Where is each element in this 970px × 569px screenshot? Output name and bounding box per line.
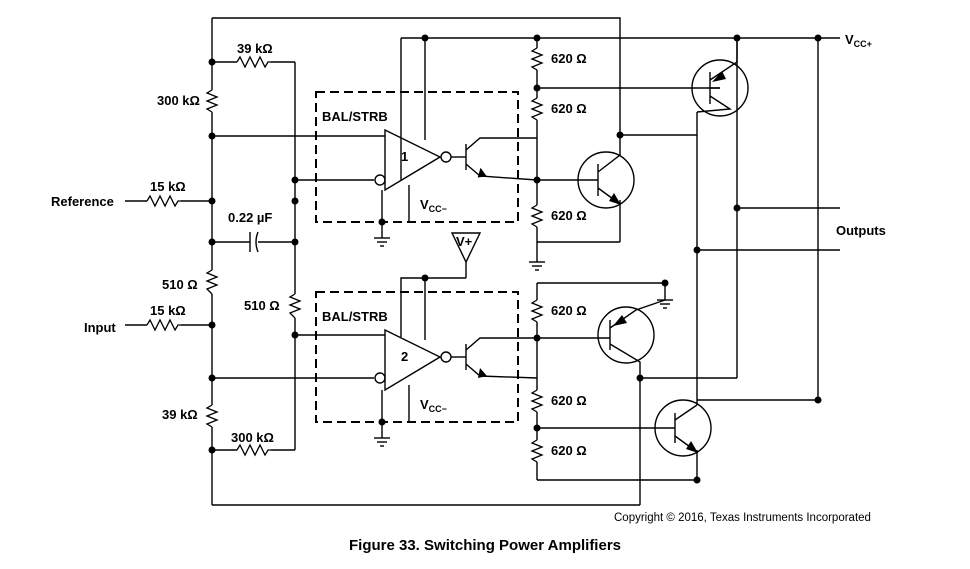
resistor-620-5: [530, 389, 544, 413]
copyright-notice: Copyright © 2016, Texas Instruments Inco…: [614, 512, 871, 524]
comparator-1: [374, 128, 487, 192]
label-300k-bottom: 300 kΩ: [231, 430, 274, 445]
label-620-3: 620 Ω: [551, 208, 587, 223]
label-510-left: 510 Ω: [162, 277, 198, 292]
resistor-300k-bottom: [236, 443, 271, 457]
label-510-right: 510 Ω: [244, 298, 280, 313]
label-620-2: 620 Ω: [551, 101, 587, 116]
ground-2: [373, 437, 391, 447]
ground-1: [373, 237, 391, 247]
ground-3: [528, 261, 546, 271]
resistor-300k-top: [205, 89, 219, 113]
bal-strb-label-2: BAL/STRB: [322, 309, 388, 324]
resistor-620-2: [530, 97, 544, 121]
reference-label: Reference: [51, 194, 114, 209]
comparator-2-number: 2: [401, 349, 408, 364]
vcc-minus-label-1: VCC−: [420, 197, 447, 214]
label-620-4: 620 Ω: [551, 303, 587, 318]
v-plus-source: [450, 232, 482, 264]
resistor-15k-ref: [146, 194, 181, 208]
resistors: [146, 47, 544, 463]
comparator-1-box: [315, 91, 519, 223]
resistor-620-3: [530, 204, 544, 228]
junction-dots: [208, 34, 822, 484]
transistor-q1-pnp: [691, 38, 749, 117]
label-620-5: 620 Ω: [551, 393, 587, 408]
label-capacitor: 0.22 µF: [228, 210, 272, 225]
resistor-510-right: [288, 293, 302, 319]
label-39k-top: 39 kΩ: [237, 41, 273, 56]
vcc-minus-label-2: VCC−: [420, 397, 447, 414]
resistor-620-6: [530, 439, 544, 463]
capacitor: [249, 231, 259, 253]
transistor-q3-pnp: [597, 299, 666, 378]
resistor-510-left: [205, 269, 219, 295]
label-620-6: 620 Ω: [551, 443, 587, 458]
resistor-39k-bottom: [205, 404, 219, 428]
label-620-1: 620 Ω: [551, 51, 587, 66]
input-label: Input: [84, 320, 116, 335]
comparator-2-box: [315, 291, 519, 423]
label-15k-ref: 15 kΩ: [150, 179, 186, 194]
switching-amplifier-schematic: VCC+ 39 kΩ 300 kΩ 15 kΩ Reference 0.22 µ…: [51, 17, 886, 506]
resistor-39k-top: [236, 55, 271, 69]
outputs-label: Outputs: [836, 223, 886, 238]
label-300k-top: 300 kΩ: [157, 93, 200, 108]
resistor-620-1: [530, 47, 544, 71]
vcc-plus-label: VCC+: [845, 32, 872, 49]
label-15k-input: 15 kΩ: [150, 303, 186, 318]
v-plus-label: V+: [456, 234, 473, 249]
resistor-15k-input: [146, 318, 181, 332]
figure-caption: Figure 33. Switching Power Amplifiers: [349, 537, 621, 554]
comparator-1-number: 1: [401, 149, 408, 164]
resistor-620-4: [530, 299, 544, 323]
transistor-q2-npn: [577, 135, 635, 209]
comparator-2: [374, 328, 487, 392]
transistor-q4-npn: [654, 399, 712, 457]
label-39k-bottom: 39 kΩ: [162, 407, 198, 422]
bal-strb-label-1: BAL/STRB: [322, 109, 388, 124]
